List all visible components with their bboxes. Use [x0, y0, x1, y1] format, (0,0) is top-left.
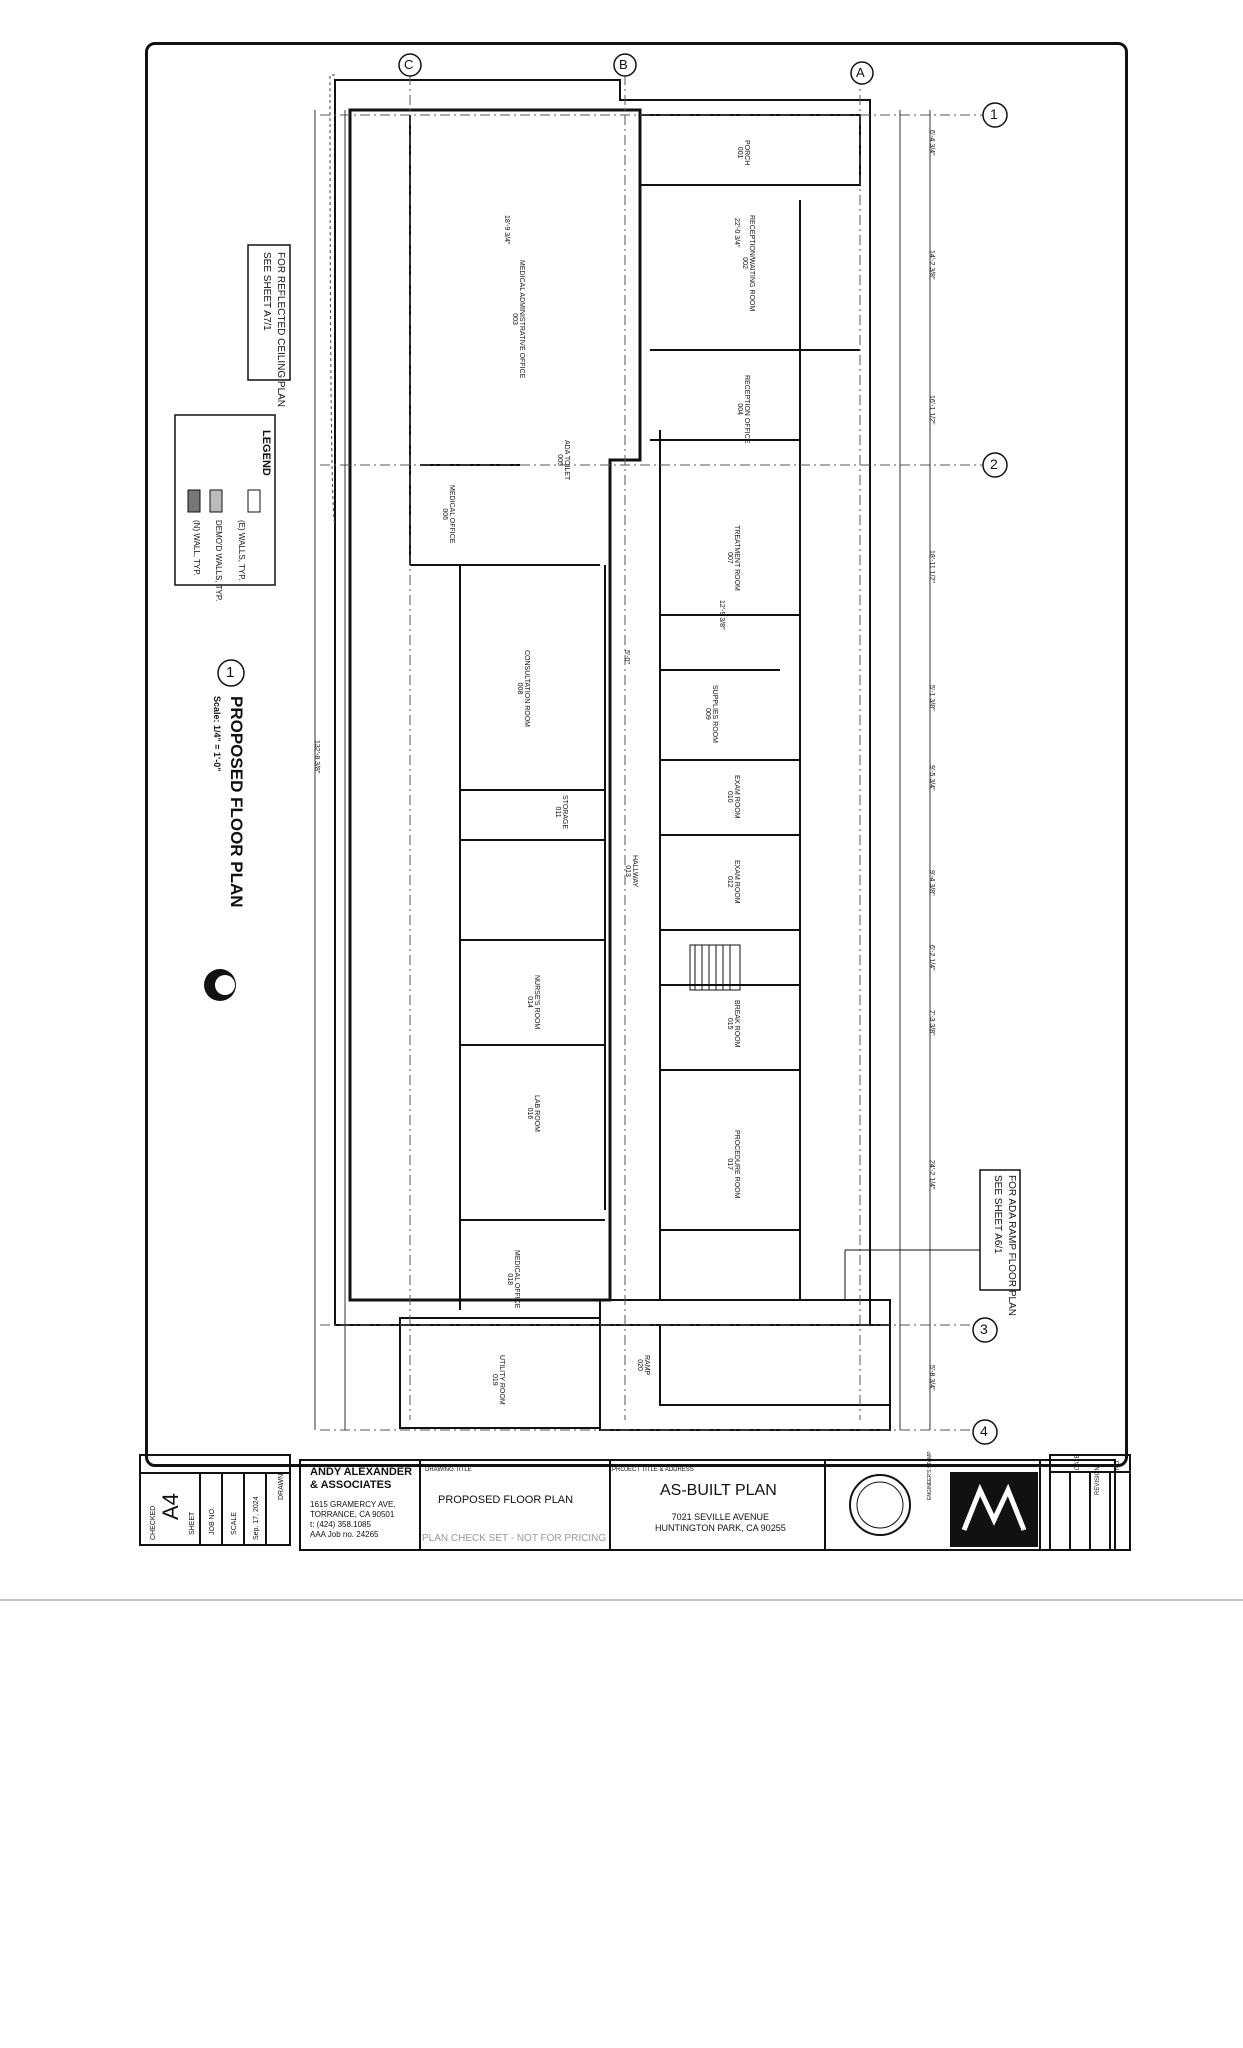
grid-bubble-b — [613, 53, 637, 77]
grid-label-a: A — [856, 65, 865, 80]
dim: 22'-0 3/4" — [733, 218, 740, 248]
grid-label-b: B — [619, 57, 628, 72]
dim: 24'-2 1/4" — [928, 1160, 935, 1190]
grid-label-1: 1 — [990, 106, 998, 122]
dim: 132'-8 3/8" — [313, 740, 320, 774]
dim: 18'-9 3/4" — [503, 215, 510, 245]
legend-item-new: (N) WALL, TYP. — [192, 520, 201, 576]
grid-bubble-2 — [982, 452, 1008, 478]
sheet-border — [145, 42, 1128, 1467]
legend-item-demo: DEMO'D WALLS, TYP. — [214, 520, 223, 602]
grid-bubble-4 — [972, 1419, 998, 1445]
tb-checked: CHECKED — [150, 1505, 157, 1540]
plan-number: 1 — [226, 664, 235, 681]
sheet-number: A4 — [158, 1493, 183, 1520]
legend-item-existing: (E) WALLS, TYP. — [237, 520, 246, 581]
firm-name: ANDY ALEXANDER& ASSOCIATES — [310, 1466, 413, 1491]
rev-revision: REVISION — [1095, 1466, 1101, 1495]
engineer-stamp-label: ENGINEER'S STAMP — [927, 1451, 933, 1500]
rev-date: DATE — [1075, 1454, 1081, 1470]
grid-label-c: C — [404, 57, 414, 72]
grid-label-3: 3 — [980, 1321, 988, 1337]
plan-check-note: PLAN CHECK SET - NOT FOR PRICING — [422, 1533, 607, 1544]
dim: 9'-4 3/8" — [928, 870, 935, 896]
dim: 12'-9 3/8" — [718, 600, 725, 630]
dim: 5'-1 3/8" — [928, 685, 935, 711]
grid-bubble-c — [398, 53, 422, 77]
dim: 16'-1 1/2" — [928, 395, 935, 425]
firm-logo — [950, 1472, 1038, 1547]
tb-date: Sep. 17, 2024 — [253, 1496, 260, 1540]
grid-label-4: 4 — [980, 1423, 988, 1439]
building-outline — [334, 79, 871, 1326]
grid-label-2: 2 — [990, 456, 998, 472]
plan-title: PROPOSED FLOOR PLAN — [227, 696, 246, 908]
grid-bubble-3 — [972, 1317, 998, 1343]
dim: 18'-11 1/2" — [928, 550, 935, 583]
dim: 6'-4 3/4" — [928, 130, 935, 156]
dim: 9'-5 3/4" — [928, 765, 935, 791]
legend-title: LEGEND — [260, 430, 272, 476]
plan-scale: Scale: 1/4" = 1'-0" — [212, 696, 222, 772]
drawing-title: PROPOSED FLOOR PLAN — [438, 1494, 574, 1506]
grid-bubble-a — [850, 61, 874, 85]
tb-sheet-label: SHEET — [189, 1511, 196, 1535]
tb-drawn: DRAWN — [278, 1473, 285, 1500]
tb-job: JOB NO. — [209, 1506, 216, 1535]
project-title: AS-BUILT PLAN — [660, 1482, 777, 1499]
dim: 5'-0" — [623, 650, 630, 664]
project-label: PROJECT TITLE & ADDRESS — [612, 1467, 694, 1473]
drawing-title-label: DRAWING TITLE — [425, 1467, 472, 1473]
rev-no: NO. — [1115, 1459, 1121, 1470]
dim: 14'-2 3/8" — [928, 250, 935, 280]
dim: 7'-3 3/8" — [928, 1010, 935, 1036]
tb-scale: SCALE — [231, 1512, 238, 1535]
plan-number-bubble — [217, 659, 245, 687]
grid-bubble-1 — [982, 102, 1008, 128]
dim: 6'-2 1/4" — [928, 945, 935, 971]
dim: 5'-8 3/4" — [928, 1365, 935, 1391]
